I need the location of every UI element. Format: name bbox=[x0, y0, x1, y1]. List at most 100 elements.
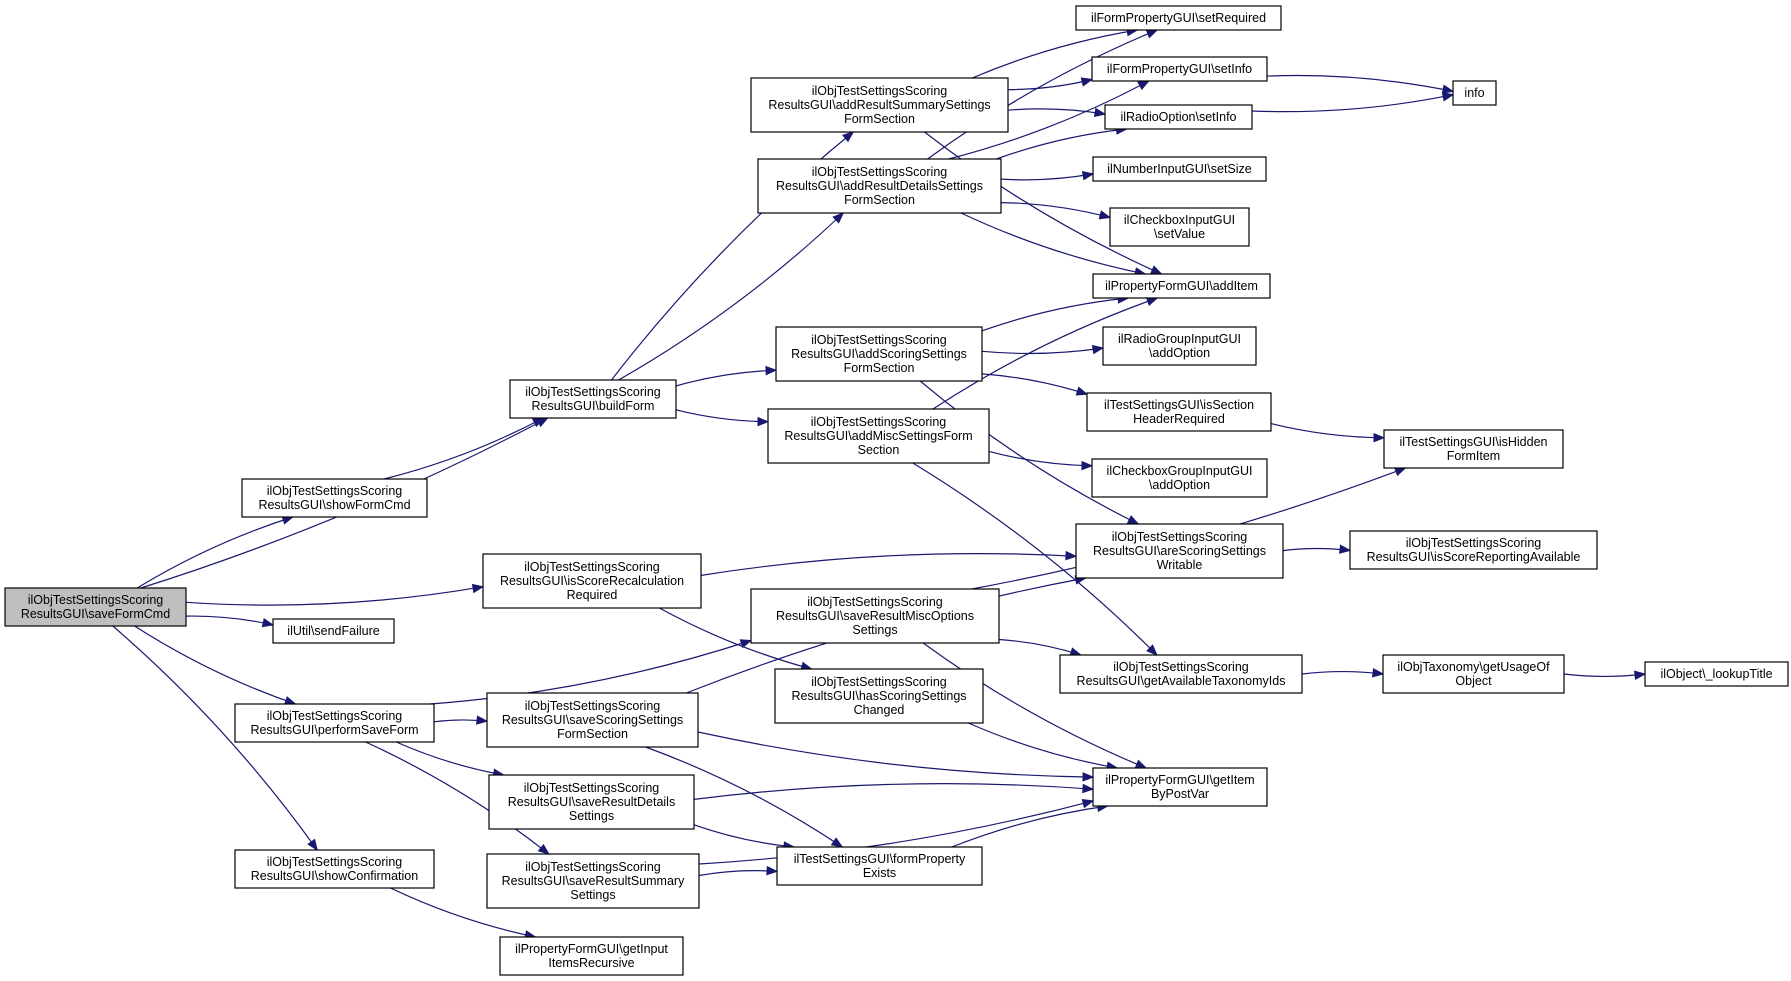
node-hasScoringChanged[interactable]: ilObjTestSettingsScoringResultsGUI\hasSc… bbox=[774, 668, 984, 724]
node-root[interactable]: ilObjTestSettingsScoringResultsGUI\saveF… bbox=[4, 587, 187, 627]
node-label-line: Settings bbox=[569, 809, 614, 823]
node-box[interactable] bbox=[272, 618, 395, 644]
node-box[interactable] bbox=[775, 326, 983, 382]
node-box[interactable] bbox=[499, 936, 684, 976]
node-box[interactable] bbox=[241, 478, 428, 518]
node-info[interactable]: info bbox=[1452, 80, 1497, 106]
node-box[interactable] bbox=[486, 692, 699, 748]
node-box[interactable] bbox=[234, 703, 435, 743]
arrowhead-root-to-sendFailure bbox=[261, 617, 275, 628]
node-label-line: ilFormPropertyGUI\setRequired bbox=[1091, 11, 1266, 25]
node-box[interactable] bbox=[488, 774, 695, 830]
node-lookupTitle[interactable]: ilObject\_lookupTitle bbox=[1644, 661, 1789, 687]
node-box[interactable] bbox=[1644, 661, 1789, 687]
node-label-line: ilObjTestSettingsScoring bbox=[525, 860, 661, 874]
node-saveResultDetails[interactable]: ilObjTestSettingsScoringResultsGUI\saveR… bbox=[488, 774, 695, 830]
node-label-line: ResultsGUI\saveFormCmd bbox=[21, 607, 170, 621]
node-label-line: ilObjTestSettingsScoring bbox=[1113, 660, 1249, 674]
arrowhead-getAvailTaxIds-to-getUsageOfObject bbox=[1372, 668, 1385, 678]
node-saveResultSummary[interactable]: ilObjTestSettingsScoringResultsGUI\saveR… bbox=[486, 853, 700, 909]
node-label-line: ilObjTestSettingsScoring bbox=[525, 385, 661, 399]
node-isScoreRecalc[interactable]: ilObjTestSettingsScoringResultsGUI\isSco… bbox=[482, 553, 702, 609]
node-box[interactable] bbox=[1092, 273, 1271, 299]
node-box[interactable] bbox=[774, 668, 984, 724]
edges-layer bbox=[112, 27, 1647, 940]
node-box[interactable] bbox=[1383, 429, 1564, 469]
edge-saveResultDetails-to-getItemByPostVar bbox=[693, 783, 1094, 800]
node-box[interactable] bbox=[234, 849, 435, 889]
node-box[interactable] bbox=[1092, 156, 1267, 182]
node-box[interactable] bbox=[509, 379, 677, 419]
node-fpSetInfo[interactable]: ilFormPropertyGUI\setInfo bbox=[1091, 56, 1268, 82]
node-roSetInfo[interactable]: ilRadioOption\setInfo bbox=[1104, 104, 1253, 130]
node-box[interactable] bbox=[486, 853, 700, 909]
node-label-line: ilObjTestSettingsScoring bbox=[807, 595, 943, 609]
node-box[interactable] bbox=[776, 846, 983, 886]
node-box[interactable] bbox=[1102, 326, 1257, 366]
node-box[interactable] bbox=[1349, 530, 1598, 570]
node-showConfirmation[interactable]: ilObjTestSettingsScoringResultsGUI\showC… bbox=[234, 849, 435, 889]
node-setRequired[interactable]: ilFormPropertyGUI\setRequired bbox=[1075, 5, 1282, 31]
node-box[interactable] bbox=[482, 553, 702, 609]
node-addResultDetails[interactable]: ilObjTestSettingsScoringResultsGUI\addRe… bbox=[757, 158, 1002, 214]
node-addScoring[interactable]: ilObjTestSettingsScoringResultsGUI\addSc… bbox=[775, 326, 983, 382]
node-label-line: ResultsGUI\saveResultDetails bbox=[508, 795, 675, 809]
node-label-line: info bbox=[1464, 86, 1484, 100]
node-box[interactable] bbox=[750, 77, 1009, 133]
edge-getAvailTaxIds-to-getUsageOfObject bbox=[1301, 670, 1384, 675]
edge-buildForm-to-addResultDetails bbox=[618, 212, 844, 381]
node-saveResultMisc[interactable]: ilObjTestSettingsScoringResultsGUI\saveR… bbox=[750, 588, 1000, 644]
node-areScoringWritable[interactable]: ilObjTestSettingsScoringResultsGUI\areSc… bbox=[1075, 523, 1284, 579]
edge-addResultDetails-to-fpSetInfo bbox=[948, 80, 1149, 160]
node-box[interactable] bbox=[1075, 5, 1282, 31]
node-box[interactable] bbox=[1104, 104, 1253, 130]
node-label-line: ilObjTestSettingsScoring bbox=[267, 855, 403, 869]
edge-performSaveForm-to-saveResultSummary bbox=[365, 741, 550, 855]
node-isSectionHeader[interactable]: ilTestSettingsGUI\isSectionHeaderRequire… bbox=[1086, 392, 1272, 432]
edge-showConfirmation-to-getInputItems bbox=[390, 887, 536, 938]
node-box[interactable] bbox=[4, 587, 187, 627]
node-saveScoring[interactable]: ilObjTestSettingsScoringResultsGUI\saveS… bbox=[486, 692, 699, 748]
edge-addResultDetails-to-setSize bbox=[1000, 173, 1094, 181]
nodes-layer: ilObjTestSettingsScoringResultsGUI\saveF… bbox=[4, 5, 1789, 976]
node-box[interactable] bbox=[1059, 654, 1303, 694]
node-label-line: ResultsGUI\isScoreRecalculation bbox=[500, 574, 684, 588]
node-box[interactable] bbox=[1382, 654, 1565, 694]
node-cbGroupAddOption[interactable]: ilCheckboxGroupInputGUI\addOption bbox=[1091, 458, 1268, 498]
node-addResultSummary[interactable]: ilObjTestSettingsScoringResultsGUI\addRe… bbox=[750, 77, 1009, 133]
node-box[interactable] bbox=[1109, 207, 1250, 247]
node-sendFailure[interactable]: ilUtil\sendFailure bbox=[272, 618, 395, 644]
node-performSaveForm[interactable]: ilObjTestSettingsScoringResultsGUI\perfo… bbox=[234, 703, 435, 743]
node-label-line: ilObjTestSettingsScoring bbox=[812, 165, 948, 179]
node-label-line: ilObjTestSettingsScoring bbox=[524, 560, 660, 574]
node-box[interactable] bbox=[1075, 523, 1284, 579]
node-setSize[interactable]: ilNumberInputGUI\setSize bbox=[1092, 156, 1267, 182]
node-addItem[interactable]: ilPropertyFormGUI\addItem bbox=[1092, 273, 1271, 299]
node-box[interactable] bbox=[1452, 80, 1497, 106]
node-box[interactable] bbox=[757, 158, 1002, 214]
edge-isScoreRecalc-to-areScoringWritable bbox=[700, 552, 1077, 576]
arrowhead-buildForm-to-addResultDetails bbox=[832, 212, 845, 224]
node-label-line: ilTestSettingsGUI\isHidden bbox=[1400, 435, 1548, 449]
node-box[interactable] bbox=[1086, 392, 1272, 432]
node-buildForm[interactable]: ilObjTestSettingsScoringResultsGUI\build… bbox=[509, 379, 677, 419]
node-isScoreReporting[interactable]: ilObjTestSettingsScoringResultsGUI\isSco… bbox=[1349, 530, 1598, 570]
edge-isScoreRecalc-to-hasScoringChanged bbox=[659, 607, 812, 670]
node-label-line: ilPropertyFormGUI\getInput bbox=[515, 942, 668, 956]
node-radioAddOption[interactable]: ilRadioGroupInputGUI\addOption bbox=[1102, 326, 1257, 366]
node-getAvailTaxIds[interactable]: ilObjTestSettingsScoringResultsGUI\getAv… bbox=[1059, 654, 1303, 694]
node-label-line: ilCheckboxInputGUI bbox=[1124, 213, 1235, 227]
node-box[interactable] bbox=[1091, 458, 1268, 498]
node-box[interactable] bbox=[750, 588, 1000, 644]
node-showFormCmd[interactable]: ilObjTestSettingsScoringResultsGUI\showF… bbox=[241, 478, 428, 518]
node-box[interactable] bbox=[1092, 767, 1268, 807]
node-box[interactable] bbox=[1091, 56, 1268, 82]
node-setValue[interactable]: ilCheckboxInputGUI\setValue bbox=[1109, 207, 1250, 247]
node-addMisc[interactable]: ilObjTestSettingsScoringResultsGUI\addMi… bbox=[767, 408, 990, 464]
node-box[interactable] bbox=[767, 408, 990, 464]
